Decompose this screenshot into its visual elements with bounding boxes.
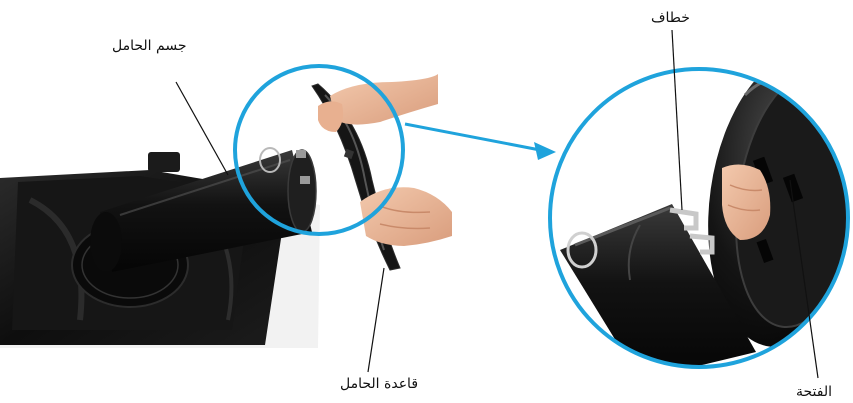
label-slot: الفتحة (796, 384, 832, 400)
zoom-detail-circle (550, 42, 853, 380)
magnifier-arrow (405, 124, 556, 160)
leader-stand-base (368, 268, 384, 372)
label-hook: خطاف (651, 10, 690, 26)
leader-stand-body (176, 82, 228, 175)
label-stand-body: جسم الحامل (112, 38, 186, 54)
label-stand-base: قاعدة الحامل (340, 376, 418, 392)
